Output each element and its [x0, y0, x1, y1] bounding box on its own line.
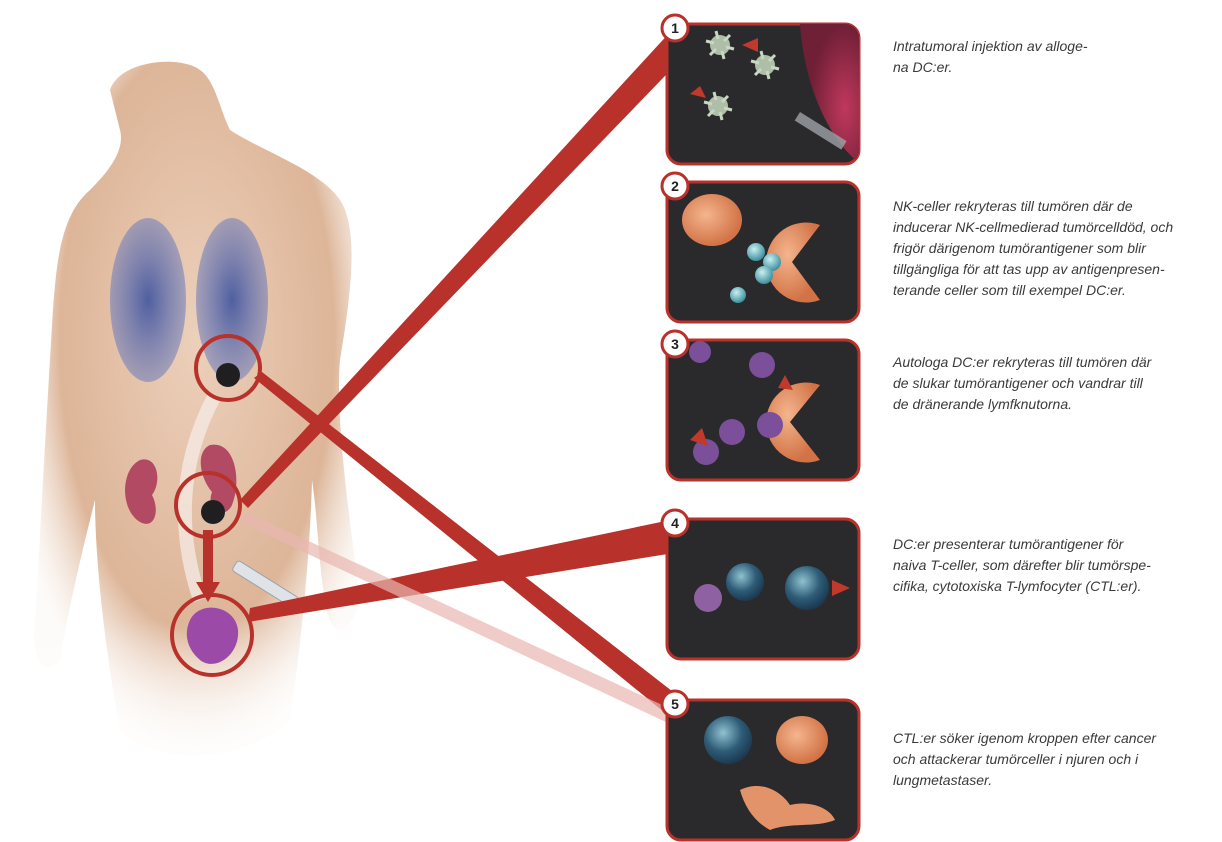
panel-4-number: 4: [671, 515, 679, 531]
autologous-dc-cell: [719, 419, 745, 445]
step-1-description: Intratumoral injektion av alloge- na DC:…: [893, 36, 1219, 78]
nk-cell: [747, 243, 765, 261]
autologous-dc-cell: [749, 352, 775, 378]
panel-3: 3: [662, 331, 859, 480]
step-4-description: DC:er presenterar tumörantigener för nai…: [893, 534, 1219, 597]
lung-metastasis: [216, 363, 240, 387]
panel-4: 4: [662, 510, 859, 659]
kidney-tumor: [201, 500, 225, 524]
ctl-cell: [785, 566, 829, 610]
tumor-cell: [776, 716, 828, 764]
panel-1-number: 1: [671, 20, 679, 36]
step-2-description: NK-celler rekryteras till tumören där de…: [893, 196, 1219, 301]
dc-cell: [694, 584, 722, 612]
panel-2: 2: [662, 173, 859, 322]
tumor-cell: [682, 194, 742, 246]
autologous-dc-cell: [689, 341, 711, 363]
lung-left: [110, 218, 186, 382]
panel-1: 1: [662, 15, 860, 164]
step-5-description: CTL:er söker igenom kroppen efter cancer…: [893, 728, 1219, 791]
autologous-dc-cell: [757, 412, 783, 438]
nk-cell: [730, 287, 746, 303]
panel-3-number: 3: [671, 336, 679, 352]
panel-5: 5: [662, 691, 859, 840]
panel-4-frame: [667, 519, 859, 659]
panel-5-number: 5: [671, 696, 679, 712]
human-torso: [0, 62, 400, 842]
step-3-description: Autologa DC:er rekryteras till tumören d…: [893, 352, 1219, 415]
ctl-cell: [704, 716, 752, 764]
panel-2-number: 2: [671, 178, 679, 194]
nk-cell: [755, 266, 773, 284]
naive-t-cell: [726, 563, 764, 601]
